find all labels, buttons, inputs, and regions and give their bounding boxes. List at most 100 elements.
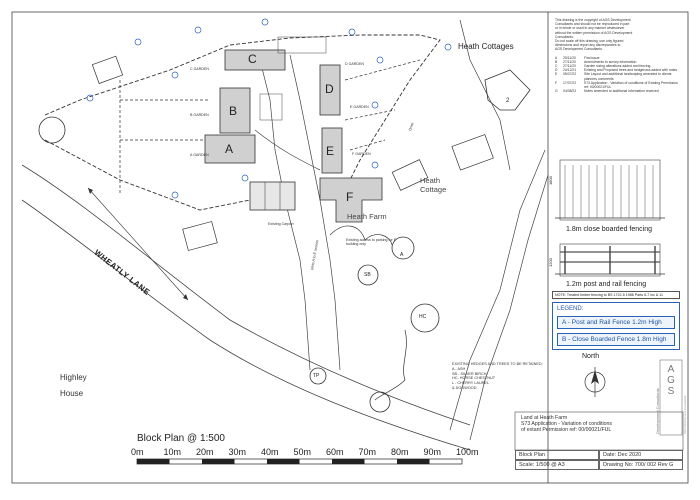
highley-house-label: Highley House [60, 373, 87, 398]
garden-divider-e [344, 109, 396, 121]
copyright-lines: This drawing is the copyright of AGS Dev… [555, 18, 680, 52]
post-rail-fence-detail [555, 243, 665, 277]
revision-desc: Amendments to survey information [584, 59, 637, 64]
logo-letter: A [667, 364, 675, 375]
ags-logo-text: Development Consultants [655, 388, 660, 434]
legend-label-close-boarded: Close Boarded Fence 1.8m High [572, 336, 667, 343]
revision-code: A [555, 55, 558, 60]
project-desc-line2: of extant Permission ref: 00/00021/FUL [521, 427, 612, 434]
scale-tick-label: 0m [131, 447, 144, 457]
revision-date: 25/11/20 [563, 55, 576, 60]
revision-desc: Existing and Proposed trees and hedgerow… [584, 68, 678, 73]
tree-code-sb: SB [364, 272, 371, 278]
heath-cottage-label: Heath Cottage [420, 176, 447, 194]
revision-date: 24/12/21 [563, 68, 577, 73]
cottage-number-label: 2 [506, 98, 510, 104]
tree-note-item: L - CHERRY LAUREL [452, 381, 490, 386]
turning-head [254, 129, 321, 171]
garden-f-label: F GARDEN [352, 152, 371, 156]
revision-date: 04/08/22 [563, 89, 577, 94]
garden-d-label: D GARDEN [345, 62, 364, 66]
revision-desc: First issue [584, 55, 600, 60]
building-a-label: A [225, 142, 234, 156]
tree-horse-chestnut [410, 303, 440, 333]
legend-title: LEGEND: [557, 306, 584, 312]
project-desc-line1: S73 Application - Variation of condition… [521, 421, 613, 428]
building-c-label: C [248, 52, 257, 66]
logo-letter: S [667, 386, 675, 397]
site-boundary-north [44, 34, 441, 201]
scale-tick-label: 50m [293, 447, 312, 457]
garden-b-label: B GARDEN [190, 113, 209, 117]
trees-retained-note: EXISTING HEDGES AND TREES TO BE RETAINED… [452, 362, 550, 391]
scale-tick-label: 30m [228, 447, 247, 457]
title-block-project: Land at Heath Farm S73 Application - Var… [518, 414, 628, 440]
tree-ash [391, 236, 415, 260]
revision-code: D [555, 68, 558, 73]
scale-bar [136, 458, 463, 465]
wheatly-lane-arrow-line [87, 187, 189, 301]
scale-tick-label: 100m [456, 447, 479, 457]
revision-desc: Notes amended to additional information … [584, 89, 659, 94]
project-name: Land at Heath Farm [521, 415, 568, 421]
existing-carport-label: Existing Carport [268, 222, 294, 226]
sheet-border [11, 11, 689, 484]
copyright-line: This drawing is the copyright of AGS Dev… [555, 18, 631, 22]
hedgerow-east [374, 329, 407, 401]
scale-tick-label: 40m [261, 447, 279, 457]
copyright-notes: This drawing is the copyright of AGS Dev… [555, 18, 680, 93]
wheatly-lane-arrow-head-2 [183, 294, 188, 300]
road-ne-edge-1 [459, 19, 511, 171]
scale-tick-label: 90m [423, 447, 442, 457]
building-b [219, 87, 251, 134]
tree-note-item: SB - SILVER BIRCH [452, 371, 487, 376]
scale-tick-label: 20m [196, 447, 214, 457]
heath-farm-label: Heath Farm [347, 212, 387, 221]
existing-access-note: Existing access to parking for F buildin… [346, 238, 396, 247]
revision-date: 27/11/20 [563, 59, 576, 64]
wheatly-lane-edge-south [21, 199, 471, 451]
close-boarded-label: 1.8m close boarded fencing [566, 226, 652, 233]
garden-divider-d [344, 59, 421, 81]
building-b-label: B [229, 104, 238, 118]
revision-code: C [555, 64, 558, 69]
site-boundary-south [44, 139, 251, 211]
heath-cottages-label: Heath Cottages [458, 42, 514, 51]
legend-label-post-rail: Post and Rail Fence 1.2m High [571, 319, 662, 326]
revision-row: A 25/11/20 First issue [555, 56, 680, 60]
garden-c-label: C GARDEN [190, 67, 209, 71]
building-d-label: D [325, 82, 334, 96]
garden-a-label: A GARDEN [190, 153, 209, 157]
tree-note-item: & DOGWOOD [452, 385, 477, 390]
legend-code-a: A [562, 319, 566, 326]
heath-cottage-building [451, 134, 494, 171]
title-block-date: Date: Dec 2020 [599, 450, 683, 460]
tree-code-hc: HC [419, 314, 427, 320]
close-boarded-height: 1800 [548, 176, 553, 185]
fencing-note: NOTE: Treated timber fencing to BS 1722-… [552, 291, 680, 299]
trees-note-heading: EXISTING HEDGES AND TREES TO BE RETAINED… [452, 362, 543, 366]
wheatly-lane-arrow-head-1 [88, 188, 93, 194]
revision-date: 27/11/20 [563, 64, 576, 69]
revision-row: D 24/12/21 Existing and Proposed trees and… [555, 68, 680, 72]
outbuilding-west [91, 55, 124, 84]
wheatly-lane-edge-north [21, 164, 471, 426]
copyright-line: AGS Development Consultants. [555, 47, 603, 52]
tree-note-item: A - ASH [452, 366, 466, 371]
logo-frame [659, 359, 683, 436]
scale-tick-label: 60m [326, 447, 344, 457]
outbuilding-east [391, 159, 429, 191]
north-label: North [582, 353, 600, 360]
north-arrow-icon [584, 367, 606, 397]
revision-date: 05/07/22 [563, 72, 577, 77]
post-rail-label: 1.2m post and rail fencing [566, 281, 647, 288]
road-east-edge-2 [469, 174, 549, 441]
tree-tp [309, 367, 327, 385]
